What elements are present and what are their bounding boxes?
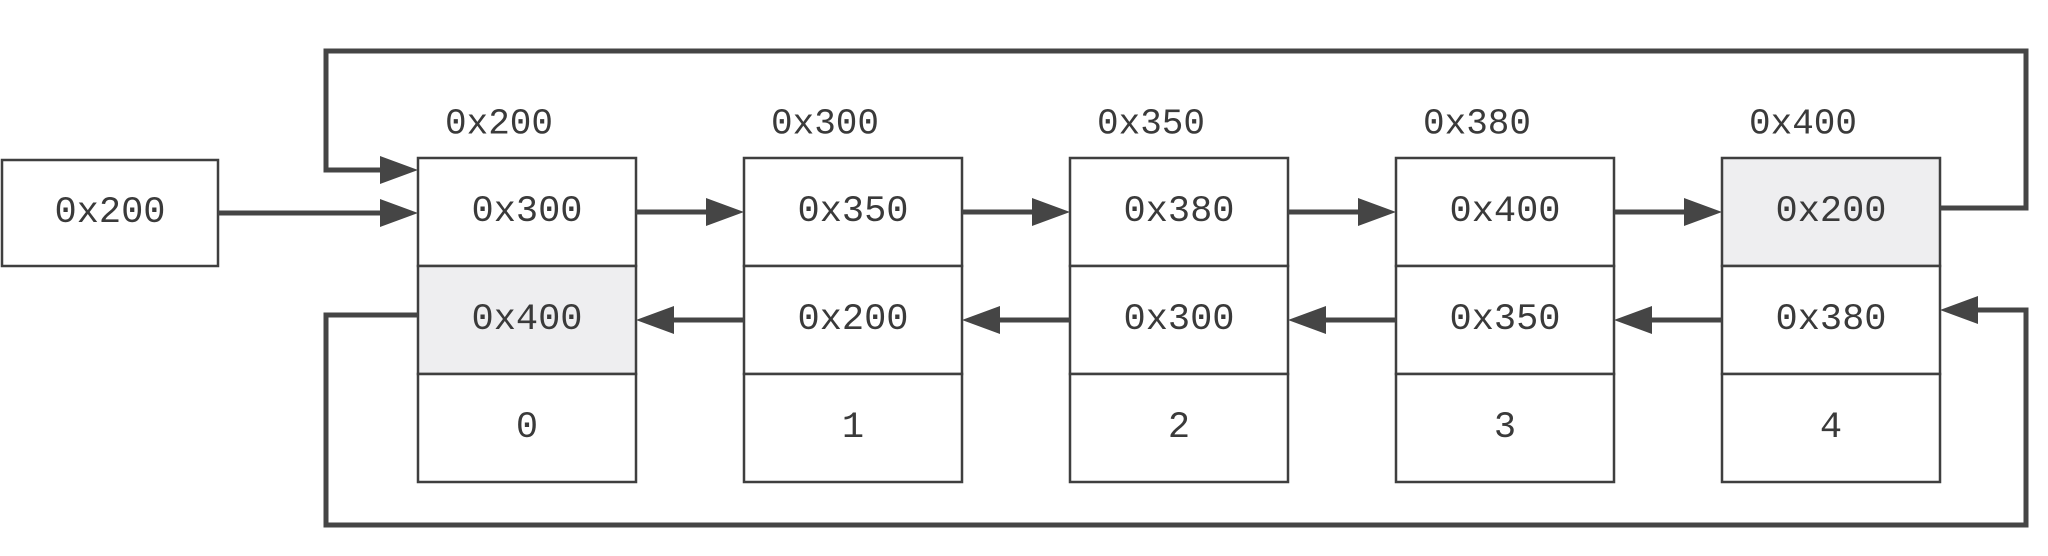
- node-0-next-value: 0x300: [471, 191, 582, 233]
- node-0-prev-value: 0x400: [471, 299, 582, 341]
- node-3: 0x380 0x400 0x350 3: [1394, 104, 1616, 484]
- node-1-data-value: 1: [842, 407, 864, 449]
- node-0-address: 0x200: [445, 104, 553, 145]
- node-2: 0x350 0x380 0x300 2: [1068, 104, 1290, 484]
- next-arrow-3-4: [1614, 198, 1722, 226]
- node-3-data-value: 3: [1494, 407, 1516, 449]
- node-0-data-cell: [416, 372, 638, 484]
- node-4-address: 0x400: [1749, 104, 1857, 145]
- head-pointer: 0x200: [0, 158, 220, 268]
- prev-arrow-1-0: [636, 306, 744, 334]
- node-3-prev-cell: [1394, 264, 1616, 376]
- node-4-data-cell: [1720, 372, 1942, 484]
- node-1: 0x300 0x350 0x200 1: [742, 104, 964, 484]
- wrap-prev-arrow-0-4: [323, 296, 2029, 528]
- node-3-prev-value: 0x350: [1449, 299, 1560, 341]
- node-0-prev-cell: [416, 264, 638, 376]
- prev-arrow-3-2: [1288, 306, 1396, 334]
- node-2-next-value: 0x380: [1123, 191, 1234, 233]
- node-4-next-cell: [1720, 156, 1942, 268]
- node-1-prev-value: 0x200: [797, 299, 908, 341]
- node-4: 0x400 0x200 0x380 4: [1720, 104, 1942, 484]
- prev-arrow-2-1: [962, 306, 1070, 334]
- node-2-data-cell: [1068, 372, 1290, 484]
- node-0-next-cell: [416, 156, 638, 268]
- prev-arrow-4-3: [1614, 306, 1722, 334]
- node-0: 0x200 0x300 0x400 0: [416, 104, 638, 484]
- node-4-next-value: 0x200: [1775, 191, 1886, 233]
- next-arrow-2-3: [1288, 198, 1396, 226]
- node-3-next-value: 0x400: [1449, 191, 1560, 233]
- node-4-prev-value: 0x380: [1775, 299, 1886, 341]
- node-2-address: 0x350: [1097, 104, 1205, 145]
- node-2-prev-value: 0x300: [1123, 299, 1234, 341]
- wrap-next-arrow-4-0: [323, 48, 2029, 211]
- head-pointer-box: [0, 158, 220, 268]
- node-1-next-value: 0x350: [797, 191, 908, 233]
- node-3-data-cell: [1394, 372, 1616, 484]
- node-3-address: 0x380: [1423, 104, 1531, 145]
- node-1-data-cell: [742, 372, 964, 484]
- node-2-data-value: 2: [1168, 407, 1190, 449]
- head-pointer-value: 0x200: [54, 192, 165, 234]
- next-arrow-1-2: [962, 198, 1070, 226]
- head-arrow: [218, 199, 418, 227]
- next-arrow-0-1: [636, 198, 744, 226]
- node-0-data-value: 0: [516, 407, 538, 449]
- node-4-data-value: 4: [1820, 407, 1842, 449]
- node-1-address: 0x300: [771, 104, 879, 145]
